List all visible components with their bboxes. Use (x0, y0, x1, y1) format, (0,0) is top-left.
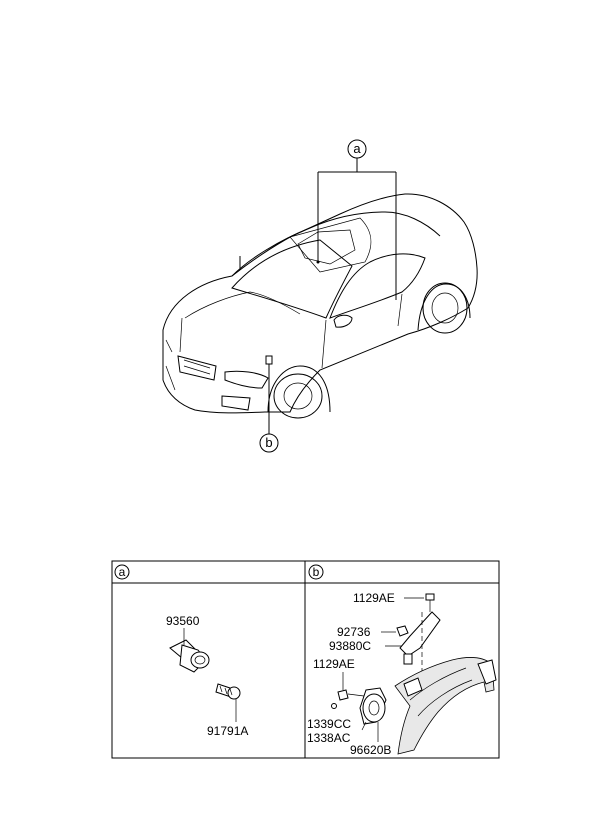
callout-b: b (259, 433, 279, 453)
panel-a-header: a (114, 564, 130, 580)
part-91791a-label: 91791A (207, 724, 248, 738)
part-1338ac-label: 1338AC (307, 731, 351, 745)
part-1339cc-label: 1339CC (307, 717, 351, 731)
callout-a-leaders (317, 158, 397, 300)
panel-b-header: b (308, 564, 324, 580)
part-1129ae-top-label: 1129AE (353, 591, 395, 605)
car-illustration (162, 193, 478, 419)
callout-a-label: a (353, 141, 361, 156)
panel-b-drawing (331, 593, 497, 755)
panel-b-header-label: b (313, 565, 320, 579)
callout-a: a (347, 139, 367, 159)
part-93880c-label: 93880C (329, 639, 371, 653)
part-92736-label: 92736 (337, 625, 371, 639)
panel-a-drawing (169, 628, 241, 722)
callout-b-label: b (265, 435, 272, 450)
part-96620b-label: 96620B (350, 743, 391, 757)
panel-a-header-label: a (119, 565, 126, 579)
part-93560-label: 93560 (166, 614, 200, 628)
part-1129ae-left-label: 1129AE (313, 657, 355, 671)
detail-table (111, 560, 500, 759)
